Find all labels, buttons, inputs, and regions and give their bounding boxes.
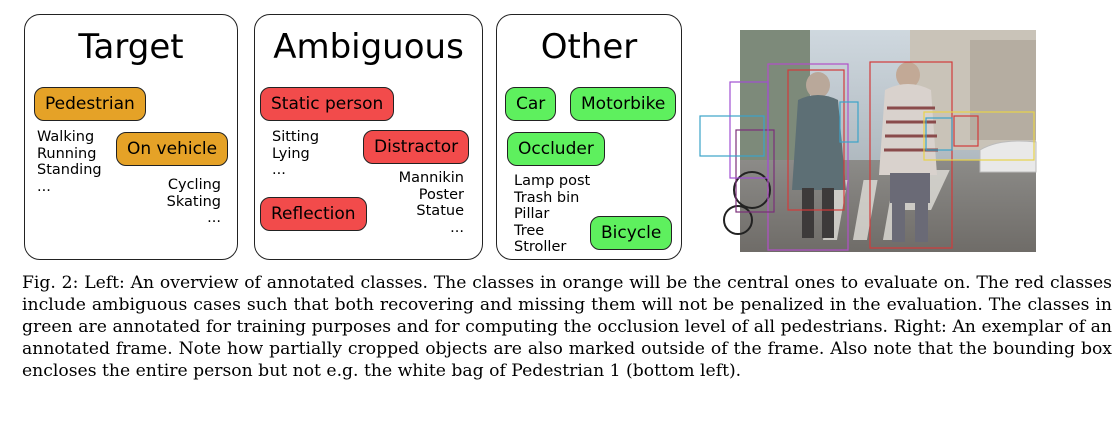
building-facade (970, 40, 1036, 140)
example-tree: Tree (514, 222, 545, 239)
example-trash-bin: Trash bin (514, 189, 580, 206)
example-lying: Lying (272, 145, 310, 162)
class-car: Car (505, 87, 557, 121)
white-car (979, 140, 1037, 173)
pedestrian-left (792, 72, 846, 238)
example-pillar: Pillar (514, 206, 550, 222)
bicycle (723, 171, 771, 235)
example-cycling: Cycling (167, 177, 221, 193)
class-bicycle: Bicycle (590, 216, 673, 250)
class-distractor: Distractor (363, 130, 470, 164)
class-occluder: Occluder (507, 132, 605, 166)
panel-title-other: Other (540, 27, 638, 67)
example-sitting: Sitting (272, 129, 320, 145)
example-statue: Statue (416, 203, 464, 219)
example-ellipsis: ... (37, 178, 51, 195)
class-motorbike: Motorbike (570, 87, 677, 121)
pedestrian-right (879, 62, 938, 242)
example-lamp-post: Lamp post (514, 173, 591, 189)
panel-title-ambiguous: Ambiguous (273, 27, 464, 67)
example-stroller: Stroller (514, 239, 567, 255)
example-running: Running (37, 145, 97, 162)
panel-title-target: Target (78, 27, 184, 67)
annotated-frame-image (699, 30, 1037, 252)
example-mannikin: Mannikin (398, 170, 464, 186)
example-standing: Standing (37, 162, 102, 178)
class-pedestrian: Pedestrian (34, 87, 146, 121)
example-skating: Skating (166, 193, 221, 210)
example-walking: Walking (37, 129, 95, 145)
class-reflection: Reflection (260, 197, 367, 231)
annotation-boxes (699, 61, 1035, 251)
example-ellipsis: ... (450, 219, 464, 236)
example-poster: Poster (418, 186, 464, 203)
figure-caption: Fig. 2: Left: An overview of annotated c… (22, 273, 1112, 381)
class-static-person: Static person (260, 87, 395, 121)
example-ellipsis: ... (272, 162, 286, 178)
example-ellipsis: ... (207, 210, 221, 226)
class-on-vehicle: On vehicle (116, 132, 229, 166)
